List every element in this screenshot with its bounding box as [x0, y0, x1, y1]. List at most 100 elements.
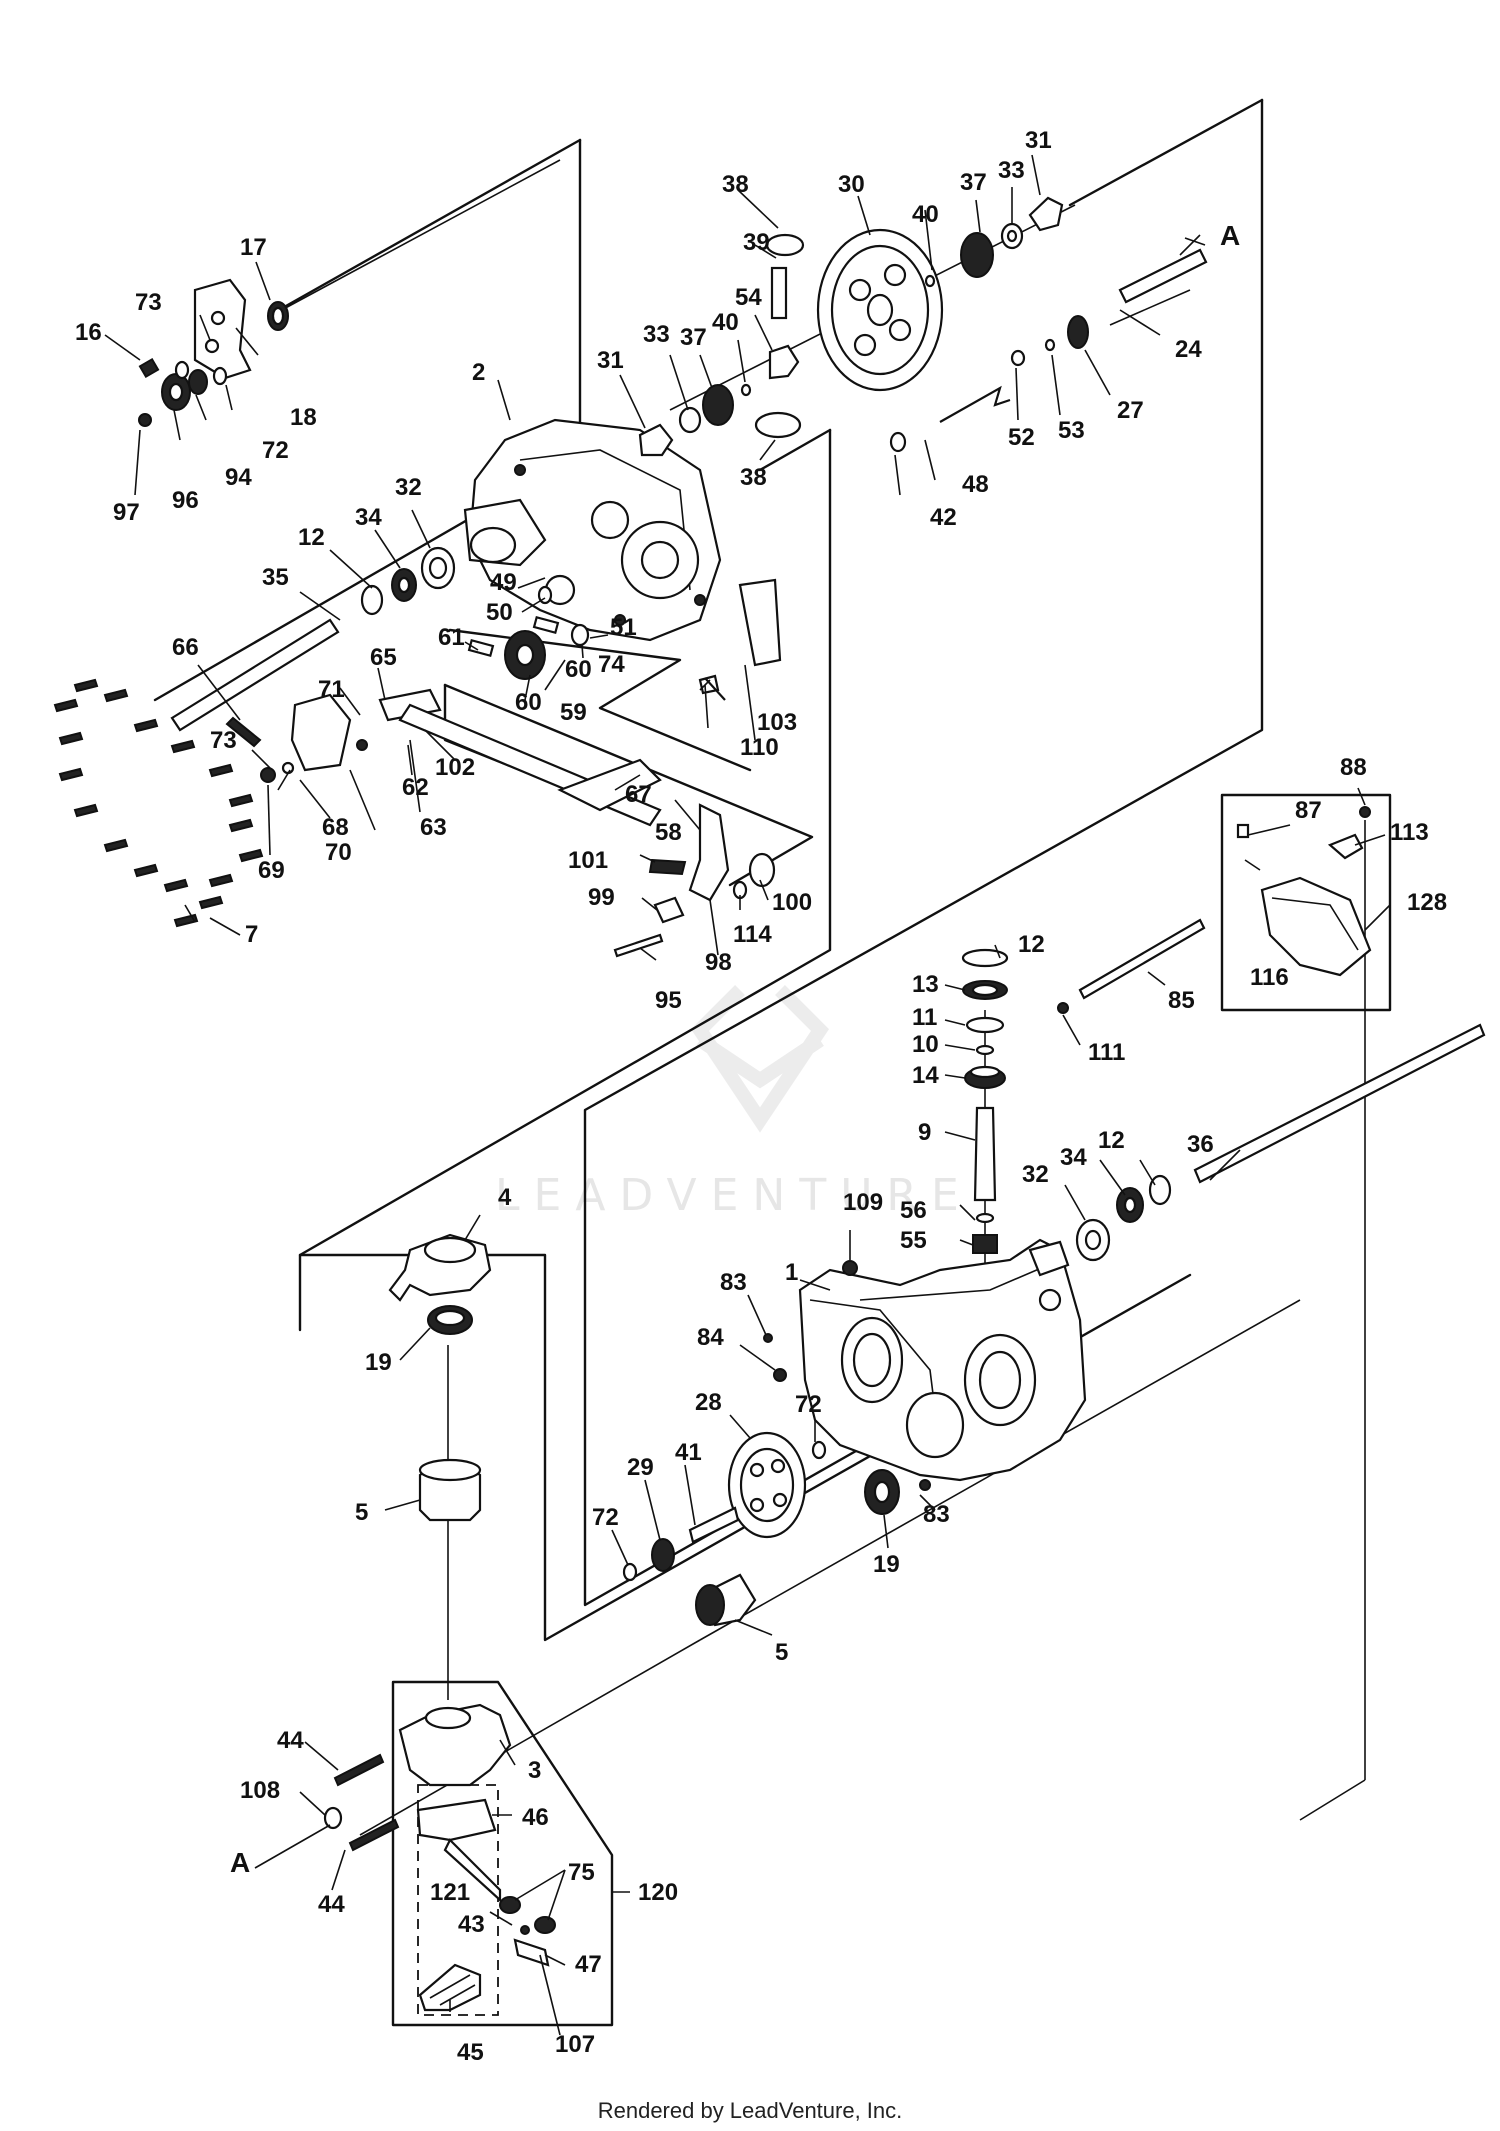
- collar-31-lower: [638, 423, 674, 457]
- label-72a: 72: [262, 437, 289, 464]
- left-shaft-group: [53, 546, 782, 958]
- label-40a: 40: [912, 201, 939, 228]
- label-2: 2: [472, 359, 485, 386]
- clip-47: [513, 1938, 550, 1967]
- watermark-text: LEADVENTURE: [495, 1170, 973, 1221]
- label-9: 9: [918, 1119, 931, 1146]
- label-103: 103: [757, 709, 797, 736]
- label-37a: 37: [960, 169, 987, 196]
- label-121: 121: [430, 1879, 470, 1906]
- plate-68: [290, 693, 352, 772]
- gear-29: [651, 1538, 675, 1572]
- label-4: 4: [498, 1184, 512, 1211]
- label-109: 109: [843, 1189, 883, 1216]
- upper-gear-train: [638, 196, 1208, 457]
- label-107: 107: [555, 2031, 595, 2058]
- label-58: 58: [655, 819, 682, 846]
- label-40b: 40: [712, 309, 739, 336]
- label-102: 102: [435, 754, 475, 781]
- label-83b: 83: [923, 1501, 950, 1528]
- label-69: 69: [258, 857, 285, 884]
- kit-128: [1057, 806, 1372, 1014]
- label-61: 61: [438, 624, 465, 651]
- label-36: 36: [1187, 1131, 1214, 1158]
- label-7: 7: [245, 921, 258, 948]
- lever-98: [688, 803, 730, 902]
- gear-37-upper: [960, 232, 994, 278]
- label-54: 54: [735, 284, 762, 311]
- label-32b: 32: [1022, 1161, 1049, 1188]
- assembly-boundaries: [153, 98, 1392, 2027]
- label-32a: 32: [395, 474, 422, 501]
- label-71: 71: [318, 676, 345, 703]
- gear-38-upper: [765, 233, 805, 257]
- washer-108: [323, 1806, 343, 1830]
- label-94: 94: [225, 464, 252, 491]
- label-44a: 44: [277, 1727, 304, 1754]
- label-72b: 72: [795, 1391, 822, 1418]
- label-24: 24: [1175, 336, 1202, 363]
- nut-109: [842, 1260, 858, 1276]
- label-34a: 34: [355, 504, 382, 531]
- label-42: 42: [930, 504, 957, 531]
- pin-41: [688, 1506, 740, 1544]
- block-54: [768, 344, 800, 380]
- lever-113: [1327, 833, 1364, 860]
- label-3: 3: [528, 1757, 541, 1784]
- spring-66: [225, 716, 262, 748]
- cover-116: [1260, 876, 1372, 977]
- main-housing-1: [763, 1238, 1087, 1491]
- rod-85: [1078, 918, 1206, 1000]
- label-99: 99: [588, 884, 615, 911]
- label-88: 88: [1340, 754, 1367, 781]
- label-46: 46: [522, 1804, 549, 1831]
- label-62: 62: [402, 774, 429, 801]
- label-98: 98: [705, 949, 732, 976]
- label-16: 16: [75, 319, 102, 346]
- label-43: 43: [458, 1911, 485, 1938]
- label-50: 50: [486, 599, 513, 626]
- label-120: 120: [638, 1879, 678, 1906]
- label-13: 13: [912, 971, 939, 998]
- label-59: 59: [560, 699, 587, 726]
- label-10: 10: [912, 1031, 939, 1058]
- label-38b: 38: [740, 464, 767, 491]
- bolt-44-lower: [348, 1818, 400, 1852]
- bolt-44-upper: [333, 1753, 385, 1787]
- label-85: 85: [1168, 987, 1195, 1014]
- label-11: 11: [912, 1004, 937, 1031]
- label-29: 29: [627, 1454, 654, 1481]
- watermark: LEADVENTURE: [495, 985, 973, 1221]
- marker-a-top: A: [1220, 220, 1240, 251]
- label-111: 111: [1088, 1039, 1125, 1066]
- label-73a: 73: [135, 289, 162, 316]
- label-68: 68: [322, 814, 349, 841]
- label-45: 45: [457, 2039, 484, 2066]
- label-52: 52: [1008, 424, 1035, 451]
- label-113: 113: [1390, 819, 1429, 846]
- shift-rod-48: [939, 385, 1011, 423]
- label-128: 128: [1407, 889, 1447, 916]
- pin-39: [770, 266, 788, 320]
- label-34b: 34: [1060, 1144, 1087, 1171]
- label-5a: 5: [355, 1499, 368, 1526]
- label-87: 87: [1295, 797, 1322, 824]
- lever-58: [557, 758, 662, 812]
- label-55: 55: [900, 1227, 927, 1254]
- footer-credit: Rendered by LeadVenture, Inc.: [597, 2098, 903, 2123]
- collar-31-upper: [1028, 196, 1064, 232]
- label-100: 100: [772, 889, 812, 916]
- label-12b: 12: [1018, 931, 1045, 958]
- label-110: 110: [740, 734, 779, 761]
- label-18: 18: [290, 404, 317, 431]
- axle-36: [1193, 1023, 1486, 1184]
- label-74: 74: [598, 651, 625, 678]
- gear-27: [1067, 315, 1089, 349]
- label-30: 30: [838, 171, 865, 198]
- label-49: 49: [490, 569, 517, 596]
- label-47: 47: [575, 1951, 602, 1978]
- axis-lines: [277, 159, 1366, 1836]
- pinion-stack: [961, 948, 1009, 1254]
- label-101: 101: [568, 847, 608, 874]
